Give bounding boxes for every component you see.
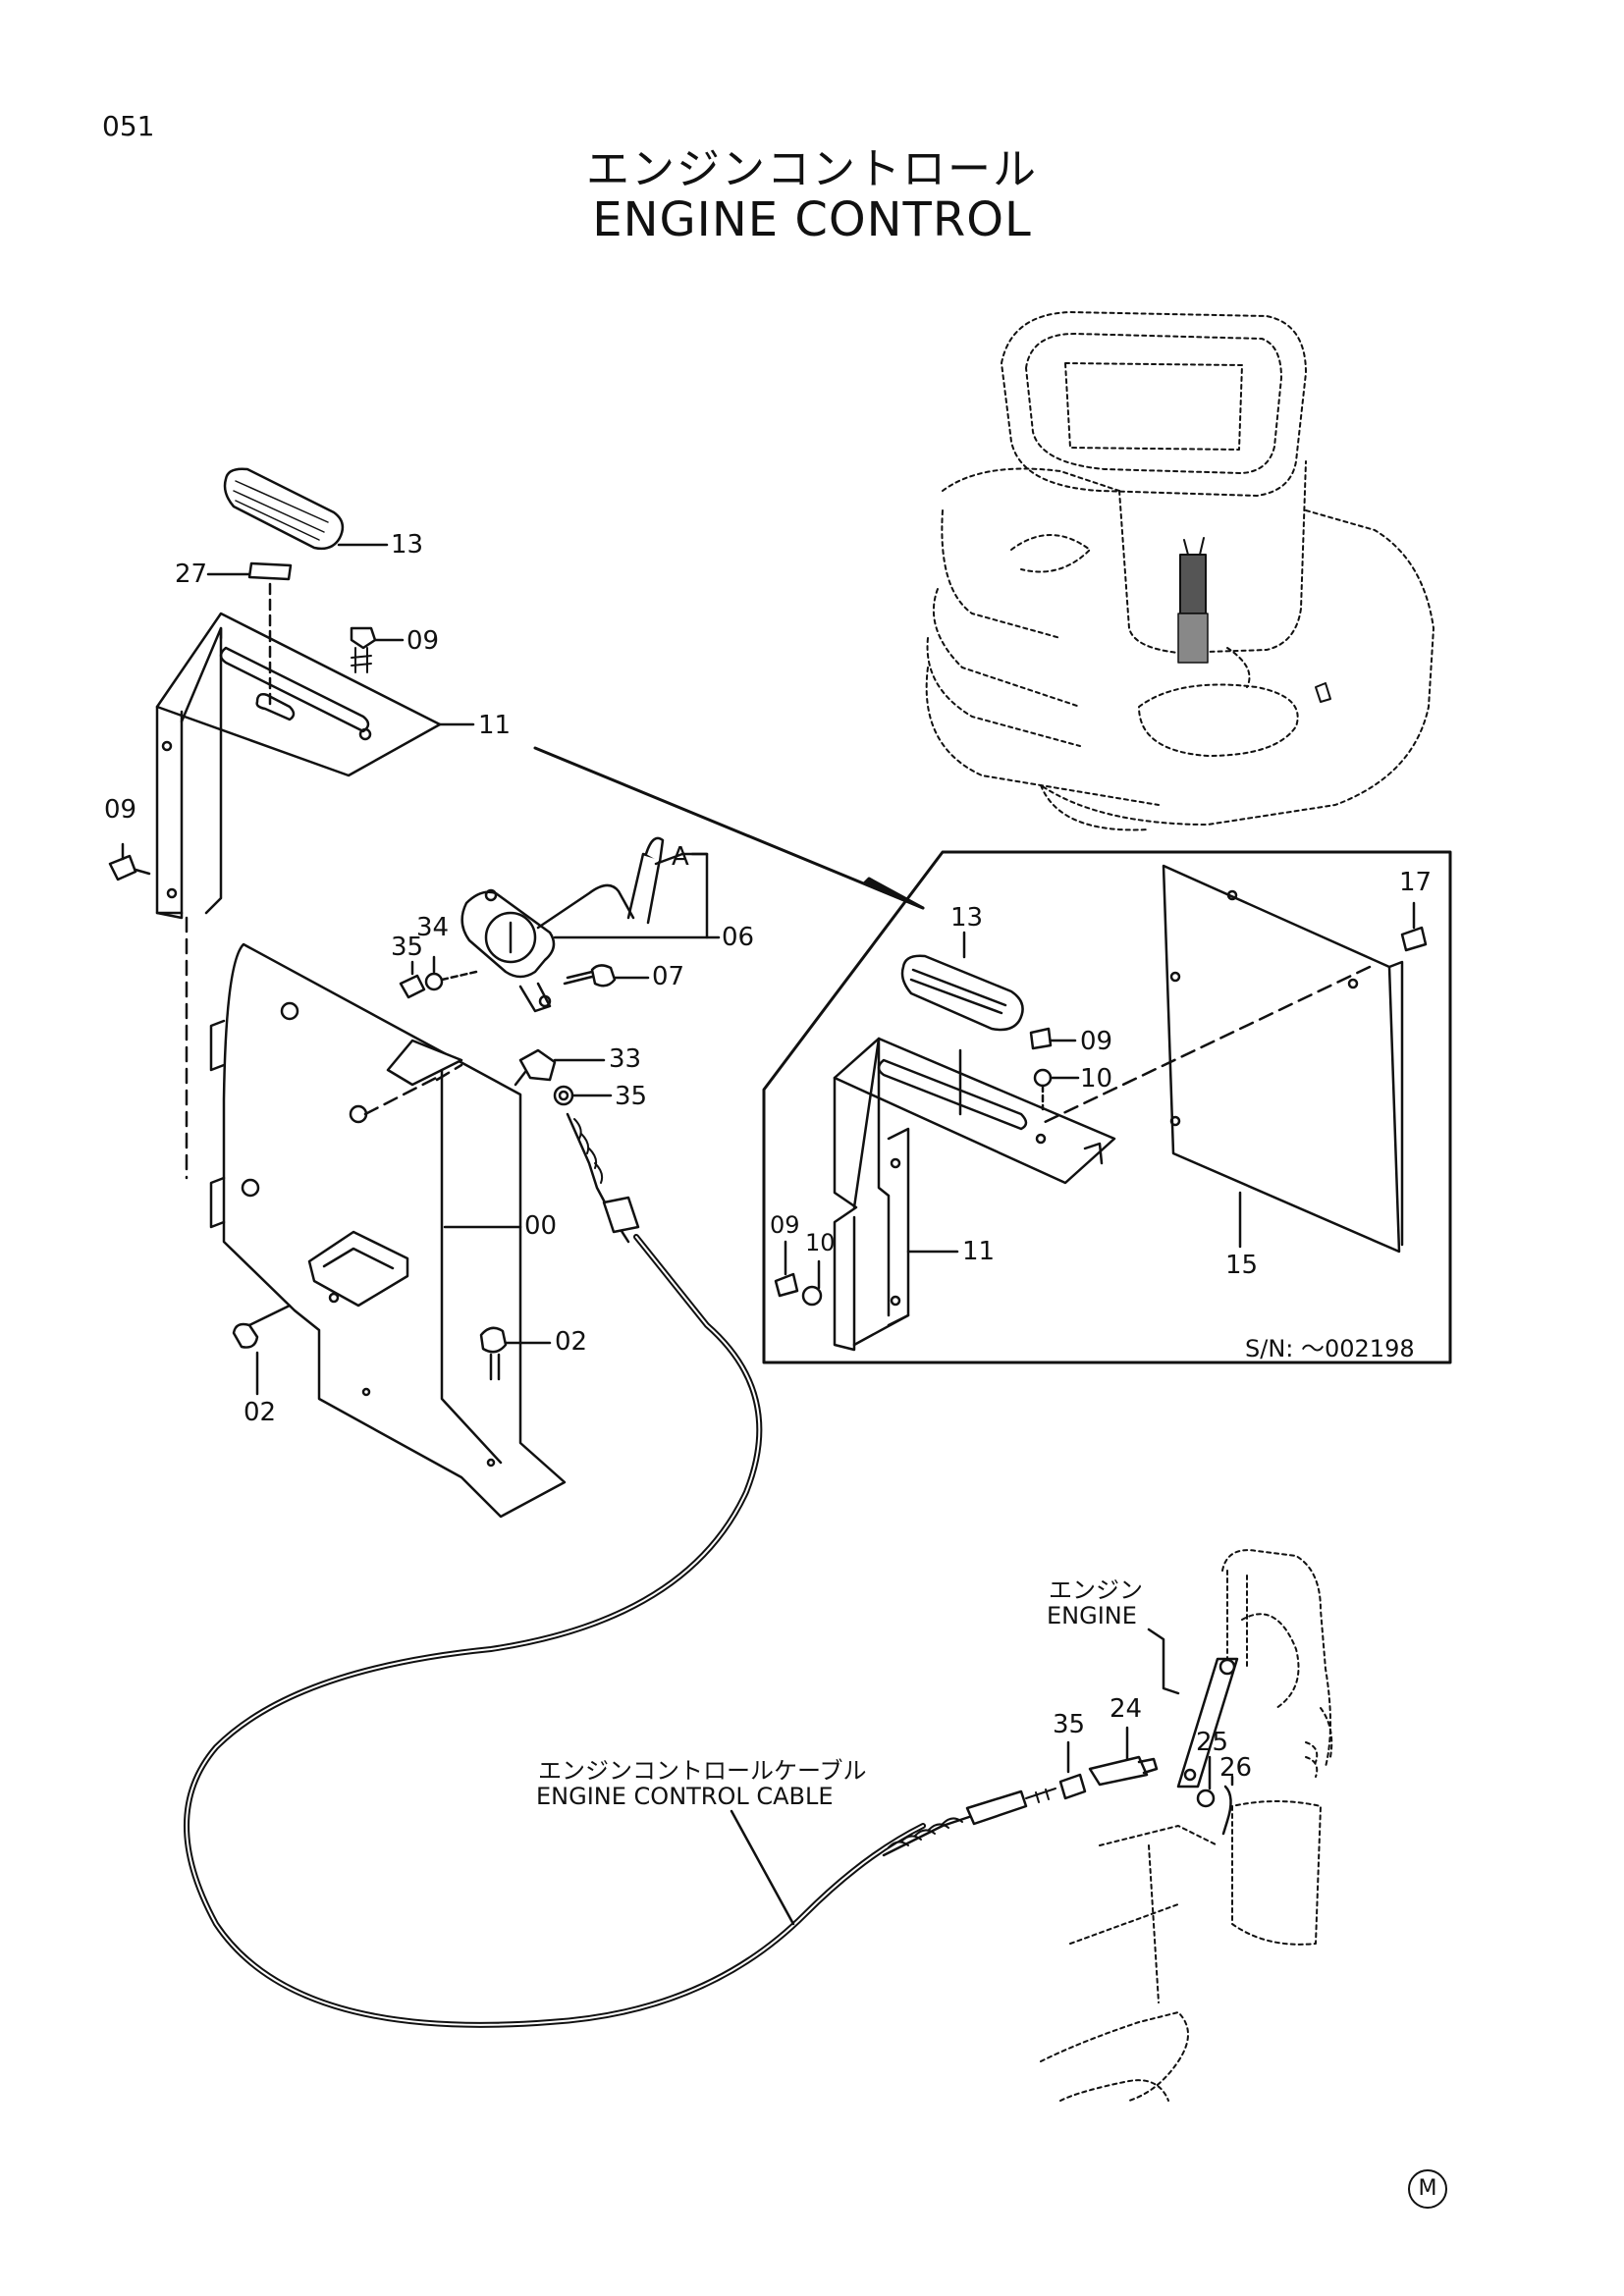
callout-09: 09 xyxy=(406,626,440,656)
callout-02-center: 02 xyxy=(555,1327,588,1357)
manufacturer-mark: M xyxy=(1408,2169,1447,2209)
inset-washer-10-top xyxy=(1033,1068,1053,1088)
cable-label-english: ENGINE CONTROL CABLE xyxy=(536,1783,834,1810)
grip-13 xyxy=(223,467,345,551)
lever-assembly-06 xyxy=(460,836,665,1013)
washer-25 xyxy=(1196,1789,1216,1808)
callout-35-lower: 35 xyxy=(615,1082,648,1111)
bracket-24 xyxy=(1088,1755,1159,1787)
pin-27 xyxy=(247,561,293,709)
inset-bracket-11 xyxy=(833,1037,1116,1352)
callout-24: 24 xyxy=(1110,1694,1143,1724)
callout-A: A xyxy=(672,842,689,872)
washer-35-lower xyxy=(553,1085,574,1106)
callout-06: 06 xyxy=(722,923,755,952)
bracket-11-main xyxy=(155,612,442,920)
callout-27: 27 xyxy=(175,560,208,589)
callout-35-engine: 35 xyxy=(1053,1710,1086,1739)
lever-plate xyxy=(1176,1657,1239,1789)
inset-bolt-17 xyxy=(1400,926,1428,952)
inset-callout-17: 17 xyxy=(1399,868,1433,897)
inset-callout-10: 10 xyxy=(1080,1064,1113,1094)
bolt-09-top xyxy=(350,626,377,673)
bracket-06 xyxy=(553,852,709,939)
operator-seat-illustration xyxy=(925,311,1435,831)
pin-26 xyxy=(1221,1785,1232,1836)
engine-leader xyxy=(1147,1628,1180,1695)
inset-callout-09-side: 09 xyxy=(770,1211,800,1239)
serial-number-note: S/N: ～002198 xyxy=(1245,1335,1415,1362)
inset-washer-10-side xyxy=(801,1285,823,1307)
bolt-02-center xyxy=(479,1326,508,1381)
nut-34-washer-35 xyxy=(399,970,478,999)
callout-26: 26 xyxy=(1219,1753,1253,1783)
inset-callout-10-side: 10 xyxy=(805,1229,836,1256)
cable-label-japanese: エンジンコントロールケーブル xyxy=(538,1757,867,1785)
callout-07: 07 xyxy=(652,962,685,991)
callout-11: 11 xyxy=(478,711,512,740)
callout-35: 35 xyxy=(391,933,424,962)
engine-label-japanese: エンジン xyxy=(1049,1576,1143,1604)
callout-00: 00 xyxy=(524,1211,558,1241)
inset-callout-13: 13 xyxy=(950,903,984,933)
callout-33: 33 xyxy=(609,1044,642,1074)
inset-box xyxy=(762,850,1452,1364)
engine-illustration xyxy=(1040,1549,1333,2102)
inset-callout-11: 11 xyxy=(962,1237,996,1266)
inset-bolt-09-side xyxy=(774,1272,799,1298)
callout-02-left: 02 xyxy=(244,1398,277,1427)
inset-callout-15: 15 xyxy=(1225,1251,1259,1280)
inset-bolt-09-top xyxy=(1029,1027,1053,1050)
bolt-09-side xyxy=(108,854,151,881)
bolt-02-left xyxy=(232,1304,292,1349)
bolt-07 xyxy=(563,964,617,988)
engine-control-cable xyxy=(184,1112,1056,2028)
nut-35-engine xyxy=(1058,1773,1087,1800)
throttle-lever-on-seat xyxy=(1177,537,1331,703)
page-title-japanese: エンジンコントロール xyxy=(586,144,1038,194)
plate-00 xyxy=(209,942,567,1519)
elbow-33 xyxy=(514,1048,557,1087)
leader-cable xyxy=(730,1809,795,1926)
callout-34: 34 xyxy=(416,913,450,942)
inset-grip-13 xyxy=(900,954,1024,1032)
stay-clip xyxy=(307,1230,409,1308)
inset-callout-09: 09 xyxy=(1080,1027,1113,1056)
callout-25: 25 xyxy=(1196,1728,1229,1757)
engine-label-english: ENGINE xyxy=(1047,1602,1137,1629)
page-title-english: ENGINE CONTROL xyxy=(592,192,1032,247)
inset-plate-15 xyxy=(1162,864,1404,1254)
callout-13: 13 xyxy=(391,530,424,560)
page-number: 051 xyxy=(102,110,155,142)
callout-09-side: 09 xyxy=(104,795,137,825)
